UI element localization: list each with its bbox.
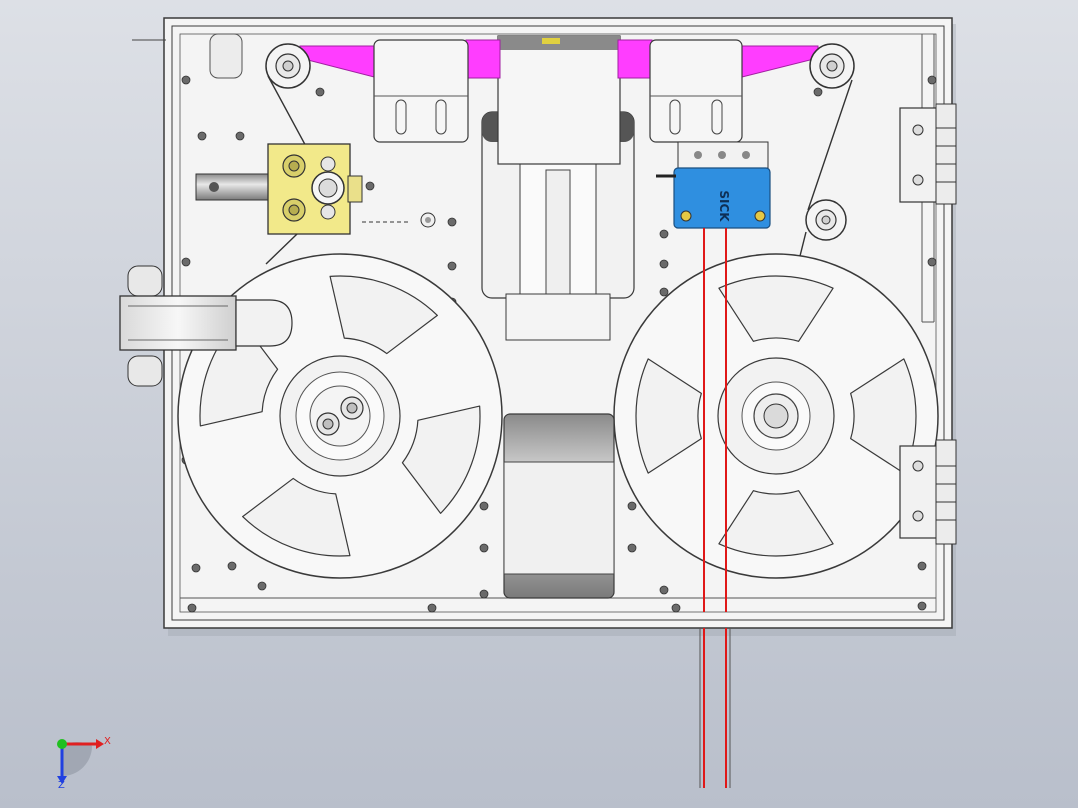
mounting-hole [315,87,325,97]
left-guide-body [373,39,469,143]
reel-spoke-window [635,358,702,474]
reel-spoke-window [329,275,438,355]
center-motor-assembly[interactable] [481,35,635,599]
left-reel-hub-core [309,385,371,447]
mounting-hole [659,259,669,269]
belt-center-segment-2 [617,39,653,79]
motor-lower-bracket [505,293,611,341]
right-guide-block[interactable] [649,39,743,143]
sensor-brand-label: SICK [717,190,731,222]
photoelectric-sensor[interactable]: SICK [656,141,771,229]
mounting-hole [181,75,191,85]
mounting-hole [235,131,245,141]
arm-bar [195,173,277,201]
mounting-hole [187,603,197,613]
triad-z-label: Z [58,780,65,791]
right-reel[interactable] [613,253,939,579]
belt-center-segment [465,39,501,79]
tension-arm-bracket[interactable] [195,143,436,235]
top-left-slot [209,33,243,79]
mounting-hole [447,261,457,271]
latch-body [119,295,237,351]
reel-spoke-window [718,490,834,557]
sensor-wires [699,228,731,788]
right-guide-body [649,39,743,143]
tension-roller[interactable] [805,199,847,241]
mounting-hole [927,75,937,85]
mounting-hole [917,561,927,571]
mounting-hole [447,217,457,227]
mounting-hole [659,287,669,297]
top-hinge[interactable] [899,103,957,205]
mounting-hole [479,589,489,599]
center-top-mount [497,35,621,165]
mounting-hole [197,131,207,141]
triad-x-label: X [104,736,111,747]
reel-spoke-window [718,275,834,342]
top-right-roller[interactable] [809,43,855,89]
mounting-hole [927,257,937,267]
mounting-hole [257,581,267,591]
mounting-hole [659,229,669,239]
mounting-hole [813,87,823,97]
left-latch[interactable] [119,265,293,387]
right-reel-spokes [635,275,917,557]
mounting-hole [659,585,669,595]
left-guide-block[interactable] [373,39,469,143]
left-reel-hub-holes [316,396,364,436]
mounting-hole [627,543,637,553]
mounting-hole [627,501,637,511]
mounting-hole [671,603,681,613]
mounting-hole [917,601,927,611]
coordinate-triad: X Z [57,736,111,791]
bottom-hinge[interactable] [899,439,957,545]
reel-spoke-window [242,477,351,557]
mounting-hole [227,561,237,571]
sensor-body [673,167,771,229]
reel-spoke-window [401,405,481,514]
motor-lower-body [503,461,615,575]
right-reel-hub-bore [763,403,789,429]
mounting-hole [479,501,489,511]
mounting-hole [181,257,191,267]
mounting-hole [427,603,437,613]
mounting-hole [365,181,375,191]
mounting-hole [191,563,201,573]
mounting-hole [479,543,489,553]
top-left-roller[interactable] [265,43,311,89]
center-level-marker [542,38,560,44]
motor-slide-rail [545,169,571,297]
